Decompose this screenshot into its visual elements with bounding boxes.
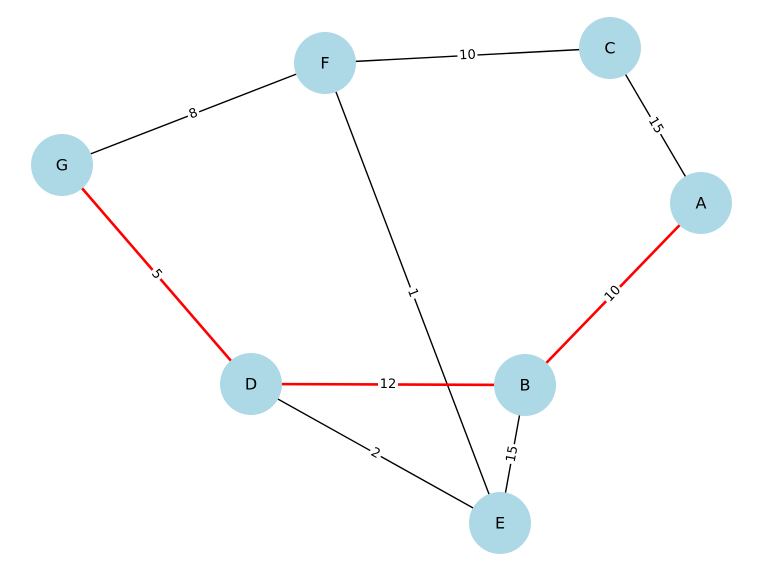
edge-weight-label: 10	[459, 48, 476, 64]
node-label: D	[245, 375, 257, 394]
node-circle	[294, 32, 356, 94]
node-b: B	[494, 354, 556, 416]
node-g: G	[31, 134, 93, 196]
edge-weight-label-bg	[600, 281, 626, 307]
node-label: C	[604, 39, 615, 58]
edge-weight-label-group: 10	[600, 281, 626, 307]
node-e: E	[469, 492, 531, 554]
edge-weight-label-group: 10	[457, 46, 478, 65]
edge-weight-label-bg	[366, 443, 385, 464]
node-circle	[670, 172, 732, 234]
edge-weight-label: 15	[645, 115, 666, 137]
node-d: D	[220, 353, 282, 415]
edge-weight-label: 12	[380, 377, 397, 392]
edge-weight-label-bg	[643, 112, 668, 139]
node-circle	[494, 354, 556, 416]
edge-weight-label-group: 5	[146, 264, 167, 285]
nodes-layer: A B C D E F G	[31, 17, 732, 554]
edge-weight-label-group: 12	[377, 376, 399, 393]
node-c: C	[579, 17, 641, 79]
node-circle	[469, 492, 531, 554]
node-circle	[220, 353, 282, 415]
edge-weight-label-bg	[402, 284, 423, 302]
edge-weight-label-bg	[185, 104, 202, 124]
edge-weight-label-bg	[502, 442, 523, 466]
edge-weight-label-group: 15	[643, 112, 668, 139]
edge-weight-label-group: 1	[402, 284, 423, 302]
node-label: E	[495, 514, 505, 533]
edge-weight-label-bg	[146, 264, 167, 285]
edge-weight-label-bg	[457, 46, 478, 65]
node-label: G	[56, 156, 68, 175]
edge-weight-label-group: 8	[185, 104, 202, 124]
node-circle	[31, 134, 93, 196]
edge-weight-label-group: 15	[502, 442, 523, 466]
node-a: A	[670, 172, 732, 234]
edge-weight-label: 15	[504, 445, 522, 464]
node-label: A	[696, 194, 707, 213]
edge-weight-label-group: 2	[366, 443, 385, 464]
node-circle	[579, 17, 641, 79]
node-label: F	[320, 54, 329, 73]
node-label: B	[520, 376, 531, 395]
edge-weight-label-bg	[377, 376, 399, 393]
node-f: F	[294, 32, 356, 94]
